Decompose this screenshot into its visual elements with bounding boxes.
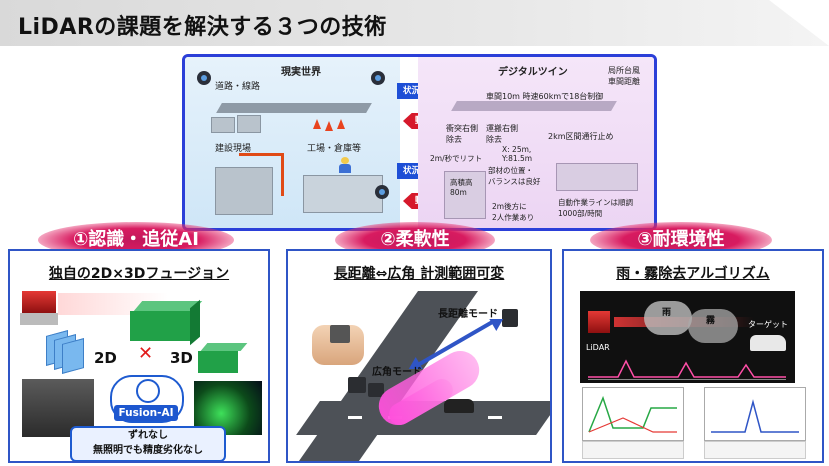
graph-lines: [711, 399, 799, 433]
digital-twin-diagram: 現実世界 道路・線路 建設現場 工場・倉庫等 状況把握 動作指示 状況把握 動作…: [182, 54, 657, 231]
building-shape: [237, 115, 261, 133]
construction-building: [215, 167, 273, 215]
sensor-base: [20, 313, 58, 325]
lidar-camera-icon: [502, 309, 518, 327]
cone-icon: [337, 119, 345, 129]
block-label: 2km区間通行止め: [548, 132, 614, 141]
wide-camera-icon: [348, 377, 366, 393]
sensor-in-hand: [330, 325, 350, 343]
building-shape: [211, 117, 235, 133]
right-turn-2-label: 運搬右側 除去: [486, 124, 518, 144]
section-1-panel: 独自の2D×3Dフュージョン 2D ✕ 3D Fusion-AI ずれなし 無照…: [8, 249, 270, 463]
fusion-note-line-1: ずれなし: [128, 430, 168, 441]
fog-label: 霧: [706, 316, 716, 326]
graph-caption-box: [582, 441, 684, 459]
long-mode-label: 長距離モード: [438, 309, 498, 320]
label-2d: 2D: [94, 349, 117, 367]
lidar-sensor-icon: [588, 311, 610, 333]
target-label: ターゲット: [748, 320, 788, 329]
line-label: 自動作業ラインは順調 1000部/時間: [558, 198, 633, 218]
drone-icon: [197, 71, 211, 85]
height-label: 高積高 80m: [450, 178, 473, 197]
drone-icon: [371, 71, 385, 85]
fusion-ai-label: Fusion-AI: [114, 405, 178, 421]
digital-twin-area: デジタルツイン 局所台風 車間距離 車間10m 時速60kmで18台制御 衝突右…: [418, 57, 654, 228]
label-3d: 3D: [170, 349, 193, 367]
real-world-title: 現実世界: [281, 67, 321, 78]
rain-cloud: [644, 301, 692, 335]
fusion-note-line-2: 無照明でも精度劣化なし: [93, 445, 203, 456]
title-bar-wedge: [769, 0, 829, 46]
wide-camera-icon: [368, 383, 384, 397]
local-storm-label: 局所台風 車間距離: [608, 66, 640, 86]
balance-label: 部材の位置・ バランスは良好: [488, 166, 541, 186]
section-1-subtitle: 独自の2D×3Dフュージョン: [48, 266, 230, 282]
drone-icon: [375, 185, 389, 199]
right-turn-1-label: 衝突右側 除去: [446, 124, 478, 144]
rain-fog-graph: [582, 387, 684, 441]
digital-road: [451, 101, 617, 111]
signal-strip: [588, 357, 786, 380]
digital-factory-line: [556, 163, 638, 191]
lidar-sensor-icon: [22, 291, 56, 313]
removed-graph: [704, 387, 806, 441]
section-2-panel: 長距離⇔広角 計測範囲可変 長距離モード 広角モード: [286, 249, 552, 463]
factory-label: 工場・倉庫等: [307, 144, 362, 154]
real-world-area: 現実世界 道路・線路 建設現場 工場・倉庫等: [185, 57, 400, 228]
page-title: LiDARの課題を解決する３つの技術: [18, 15, 387, 40]
graph-caption-box: [704, 441, 806, 459]
2d-frame: [62, 338, 84, 374]
move-label: 2m/秒でリフト: [430, 154, 483, 163]
section-3-subtitle: 雨・霧除去アルゴリズム: [616, 266, 770, 282]
lidar-label: LiDAR: [586, 343, 610, 352]
fog-cloud: [688, 309, 738, 343]
cone-icon: [313, 119, 321, 129]
network-icon: [136, 379, 160, 403]
rain-label: 雨: [662, 308, 672, 318]
wide-mode-label: 広角モード: [372, 367, 422, 378]
fusion-note: ずれなし 無照明でも精度劣化なし: [70, 426, 226, 461]
mismatch-x-icon: ✕: [138, 343, 154, 364]
coords-label: X: 25m, Y:81.5m: [502, 145, 533, 163]
rain-fog-scene: LiDAR 雨 霧 ターゲット: [580, 291, 795, 383]
title-bar: LiDARの課題を解決する３つの技術: [0, 0, 829, 46]
factory-line: [303, 175, 383, 213]
ahead-label: 2m後方に 2人作業あり: [492, 202, 535, 222]
road-shape: [216, 103, 372, 113]
section-3-panel: 雨・霧除去アルゴリズム LiDAR 雨 霧 ターゲット: [562, 249, 824, 463]
distance-label: 車間10m 時速60kmで18台制御: [486, 92, 604, 101]
car-icon: [750, 335, 786, 351]
cone-icon: [325, 121, 333, 131]
lane-mark: [488, 416, 502, 419]
road-track-label: 道路・線路: [215, 82, 261, 92]
worker-icon: [339, 157, 351, 173]
signal-waveform: [588, 359, 786, 378]
construction-label: 建設現場: [215, 144, 252, 154]
digital-twin-title: デジタルツイン: [498, 67, 568, 78]
section-2-subtitle: 長距離⇔広角 計測範囲可変: [333, 266, 505, 282]
graph-lines: [588, 395, 677, 433]
crane-icon: [239, 153, 284, 196]
lane-mark: [348, 416, 362, 419]
digital-building: [444, 171, 486, 219]
car-icon: [444, 399, 474, 413]
